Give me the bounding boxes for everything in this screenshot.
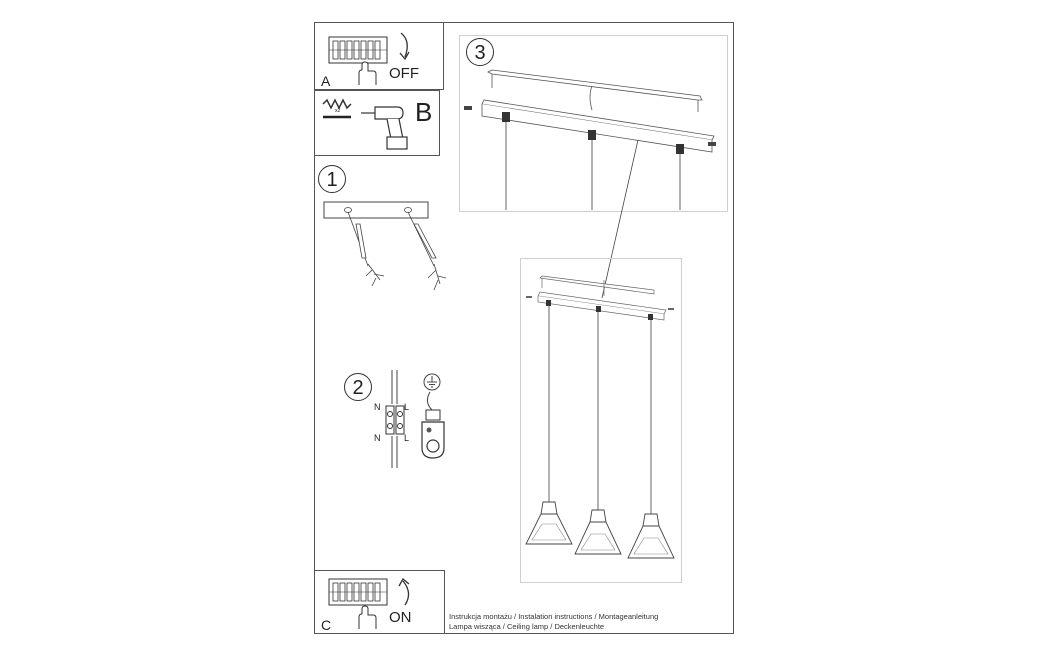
canopy-mounting-illustration xyxy=(464,69,716,210)
step-3-badge: 3 xyxy=(466,38,494,66)
footer-caption: Instrukcja montażu / Instalation instruc… xyxy=(449,612,658,632)
live-label-bottom: L xyxy=(404,433,410,443)
screw-icon xyxy=(323,115,351,119)
step-2-number: 2 xyxy=(352,377,364,399)
step-1-badge: 1 xyxy=(318,165,346,193)
panel-a-letter: A xyxy=(321,73,331,89)
step-3-number: 3 xyxy=(474,42,486,64)
step-3-frame xyxy=(459,35,728,212)
ground-symbol-icon xyxy=(423,373,441,391)
off-label: OFF xyxy=(389,65,419,82)
dowel-icon xyxy=(322,98,352,110)
on-label: ON xyxy=(389,609,412,626)
live-label-top: L xyxy=(404,402,410,412)
quantity-label: x2 xyxy=(335,108,341,114)
step-1-drilling-illustration xyxy=(323,201,447,291)
detail-connector-line xyxy=(601,139,639,299)
panel-b-tools: x2 B xyxy=(314,90,440,156)
instruction-sheet xyxy=(314,22,734,634)
assembled-lamp-illustration xyxy=(525,275,675,559)
step-2-badge: 2 xyxy=(344,373,372,401)
neutral-label-bottom: N xyxy=(374,433,381,443)
footer-line-1: Instrukcja montażu / Instalation instruc… xyxy=(449,612,659,621)
panel-a-power-off: A OFF xyxy=(314,22,444,90)
arrow-down-icon xyxy=(399,32,410,61)
step-1-number: 1 xyxy=(326,169,338,191)
fuse-box-icon xyxy=(328,578,388,606)
fuse-box-icon xyxy=(328,36,388,64)
panel-b-letter: B xyxy=(415,97,433,127)
terminal-block-diagram xyxy=(385,370,405,468)
hand-icon xyxy=(358,61,377,85)
drill-icon xyxy=(361,106,408,150)
panel-c-power-on: C ON xyxy=(314,570,445,634)
hand-icon xyxy=(358,605,377,629)
footer-line-2: Lampa wisząca / Ceiling lamp / Deckenleu… xyxy=(449,622,605,631)
neutral-label-top: N xyxy=(374,402,381,412)
assembled-lamp-frame xyxy=(520,258,682,583)
panel-c-letter: C xyxy=(321,617,332,633)
ground-terminal-illustration xyxy=(421,391,445,459)
arrow-up-icon xyxy=(398,578,410,606)
